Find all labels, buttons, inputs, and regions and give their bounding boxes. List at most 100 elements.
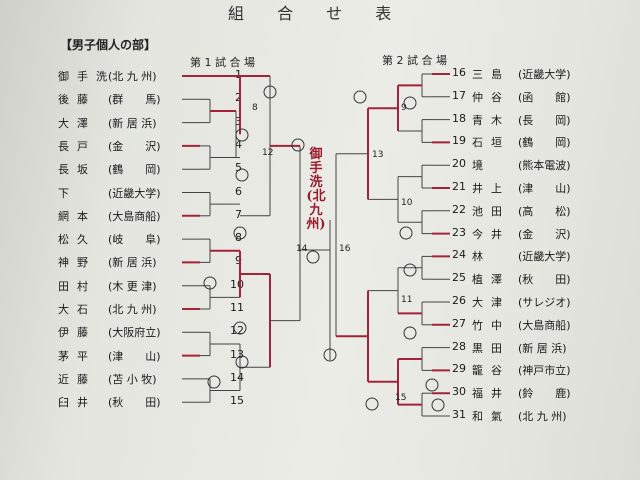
- seed-number: 27: [452, 316, 466, 330]
- player-name: 池田: [472, 204, 510, 218]
- match-number: 9: [401, 103, 407, 113]
- seed-number: 8: [235, 231, 242, 245]
- player-name: 松久: [58, 233, 96, 247]
- player-name: 神野: [58, 256, 96, 270]
- win-mark: [306, 250, 320, 264]
- seed-number: 29: [452, 362, 466, 376]
- match-number: 14: [296, 244, 308, 254]
- player-affiliation: (函 館): [518, 90, 571, 104]
- player-affiliation: (津 山): [518, 182, 571, 195]
- right-entry: 17 仲谷 (函 館): [450, 89, 630, 105]
- player-affiliation: (北 九 州): [108, 303, 157, 316]
- player-name: 網本: [58, 209, 96, 223]
- right-entry: 26 大津 (サレジオ): [450, 294, 630, 310]
- player-affiliation: (秋 田): [518, 273, 571, 287]
- venue-1-label: 第 1 試 合 場: [190, 56, 255, 69]
- win-mark: [263, 85, 277, 99]
- seed-number: 30: [452, 385, 466, 399]
- win-mark: [365, 397, 379, 411]
- player-name: 境: [472, 159, 491, 173]
- section-heading: 【男子個人の部】: [60, 38, 157, 52]
- seed-number: 17: [452, 88, 466, 102]
- seed-number: 11: [230, 301, 244, 314]
- win-mark: [425, 378, 439, 392]
- player-name: 大津: [472, 296, 510, 309]
- left-entry: 田村(木 更 津)10: [58, 278, 248, 294]
- player-affiliation: (新 居 浜): [108, 116, 157, 130]
- seed-number: 15: [230, 394, 244, 408]
- seed-number: 16: [452, 66, 466, 79]
- player-name: 御手洗: [58, 70, 115, 83]
- win-mark: [403, 96, 417, 110]
- win-mark: [235, 128, 249, 142]
- player-name: 近藤: [58, 372, 96, 386]
- win-mark: [207, 375, 221, 389]
- player-affiliation: (大島商船): [108, 209, 161, 223]
- seed-number: 19: [452, 134, 466, 148]
- player-name: 井上: [472, 182, 510, 195]
- seed-number: 3: [235, 114, 242, 128]
- seed-number: 23: [452, 225, 466, 239]
- player-affiliation: (秋 田): [108, 396, 161, 410]
- player-affiliation: (木 更 津): [108, 279, 157, 293]
- seed-number: 31: [452, 408, 466, 421]
- player-affiliation: (神戸市立): [518, 364, 571, 378]
- player-name: 福井: [472, 387, 510, 401]
- left-entry: 下(近畿大学)6: [58, 185, 248, 201]
- player-name: 仲谷: [472, 90, 510, 104]
- left-entry: 神野(新 居 浜)9: [58, 254, 248, 270]
- player-affiliation: (津 山): [108, 349, 161, 363]
- left-entry: 網本(大島商船)7: [58, 208, 248, 224]
- win-mark: [403, 263, 417, 277]
- left-entry: 長坂(鶴 岡)5: [58, 161, 248, 177]
- win-mark: [235, 168, 249, 182]
- player-affiliation: (近畿大学): [518, 68, 571, 81]
- seed-number: 4: [235, 137, 242, 151]
- player-name: 籠谷: [472, 364, 510, 378]
- page-title: 組 合 せ 表: [228, 4, 406, 23]
- seed-number: 20: [452, 157, 466, 171]
- left-entry: 伊藤(大阪府立)12: [58, 324, 248, 340]
- player-name: 伊藤: [58, 326, 96, 340]
- player-name: 大澤: [58, 116, 96, 130]
- player-name: 茅平: [58, 349, 96, 363]
- win-mark: [291, 138, 305, 152]
- seed-number: 5: [235, 161, 242, 175]
- match-number: 16: [339, 244, 351, 254]
- player-affiliation: (近畿大学): [518, 250, 571, 264]
- seed-number: 26: [452, 294, 466, 307]
- left-entry: 御手洗(北 九 州)1: [58, 68, 248, 84]
- seed-number: 2: [235, 91, 242, 105]
- match-number: 13: [372, 150, 384, 160]
- win-mark: [399, 226, 413, 240]
- player-affiliation: (サレジオ): [518, 296, 571, 309]
- player-affiliation: (苫 小 牧): [108, 372, 157, 386]
- player-name: 竹中: [472, 318, 510, 332]
- player-name: 長戸: [58, 139, 96, 153]
- win-mark: [233, 226, 247, 240]
- seed-number: 25: [452, 271, 466, 285]
- player-name: 長坂: [58, 163, 96, 177]
- player-name: 田村: [58, 279, 96, 293]
- player-affiliation: (新 居 浜): [518, 341, 567, 355]
- player-affiliation: (北 九 州): [108, 70, 157, 83]
- player-name: 林: [472, 250, 491, 264]
- match-number: 11: [401, 295, 413, 305]
- seed-number: 21: [452, 180, 466, 193]
- player-affiliation: (大島商船): [518, 318, 571, 332]
- player-affiliation: (金 沢): [108, 139, 161, 153]
- left-entry: 松久(岐 阜)8: [58, 231, 248, 247]
- match-number: 15: [395, 393, 407, 403]
- win-mark: [233, 321, 247, 335]
- match-number: 8: [252, 103, 258, 113]
- player-affiliation: (金 沢): [518, 227, 571, 241]
